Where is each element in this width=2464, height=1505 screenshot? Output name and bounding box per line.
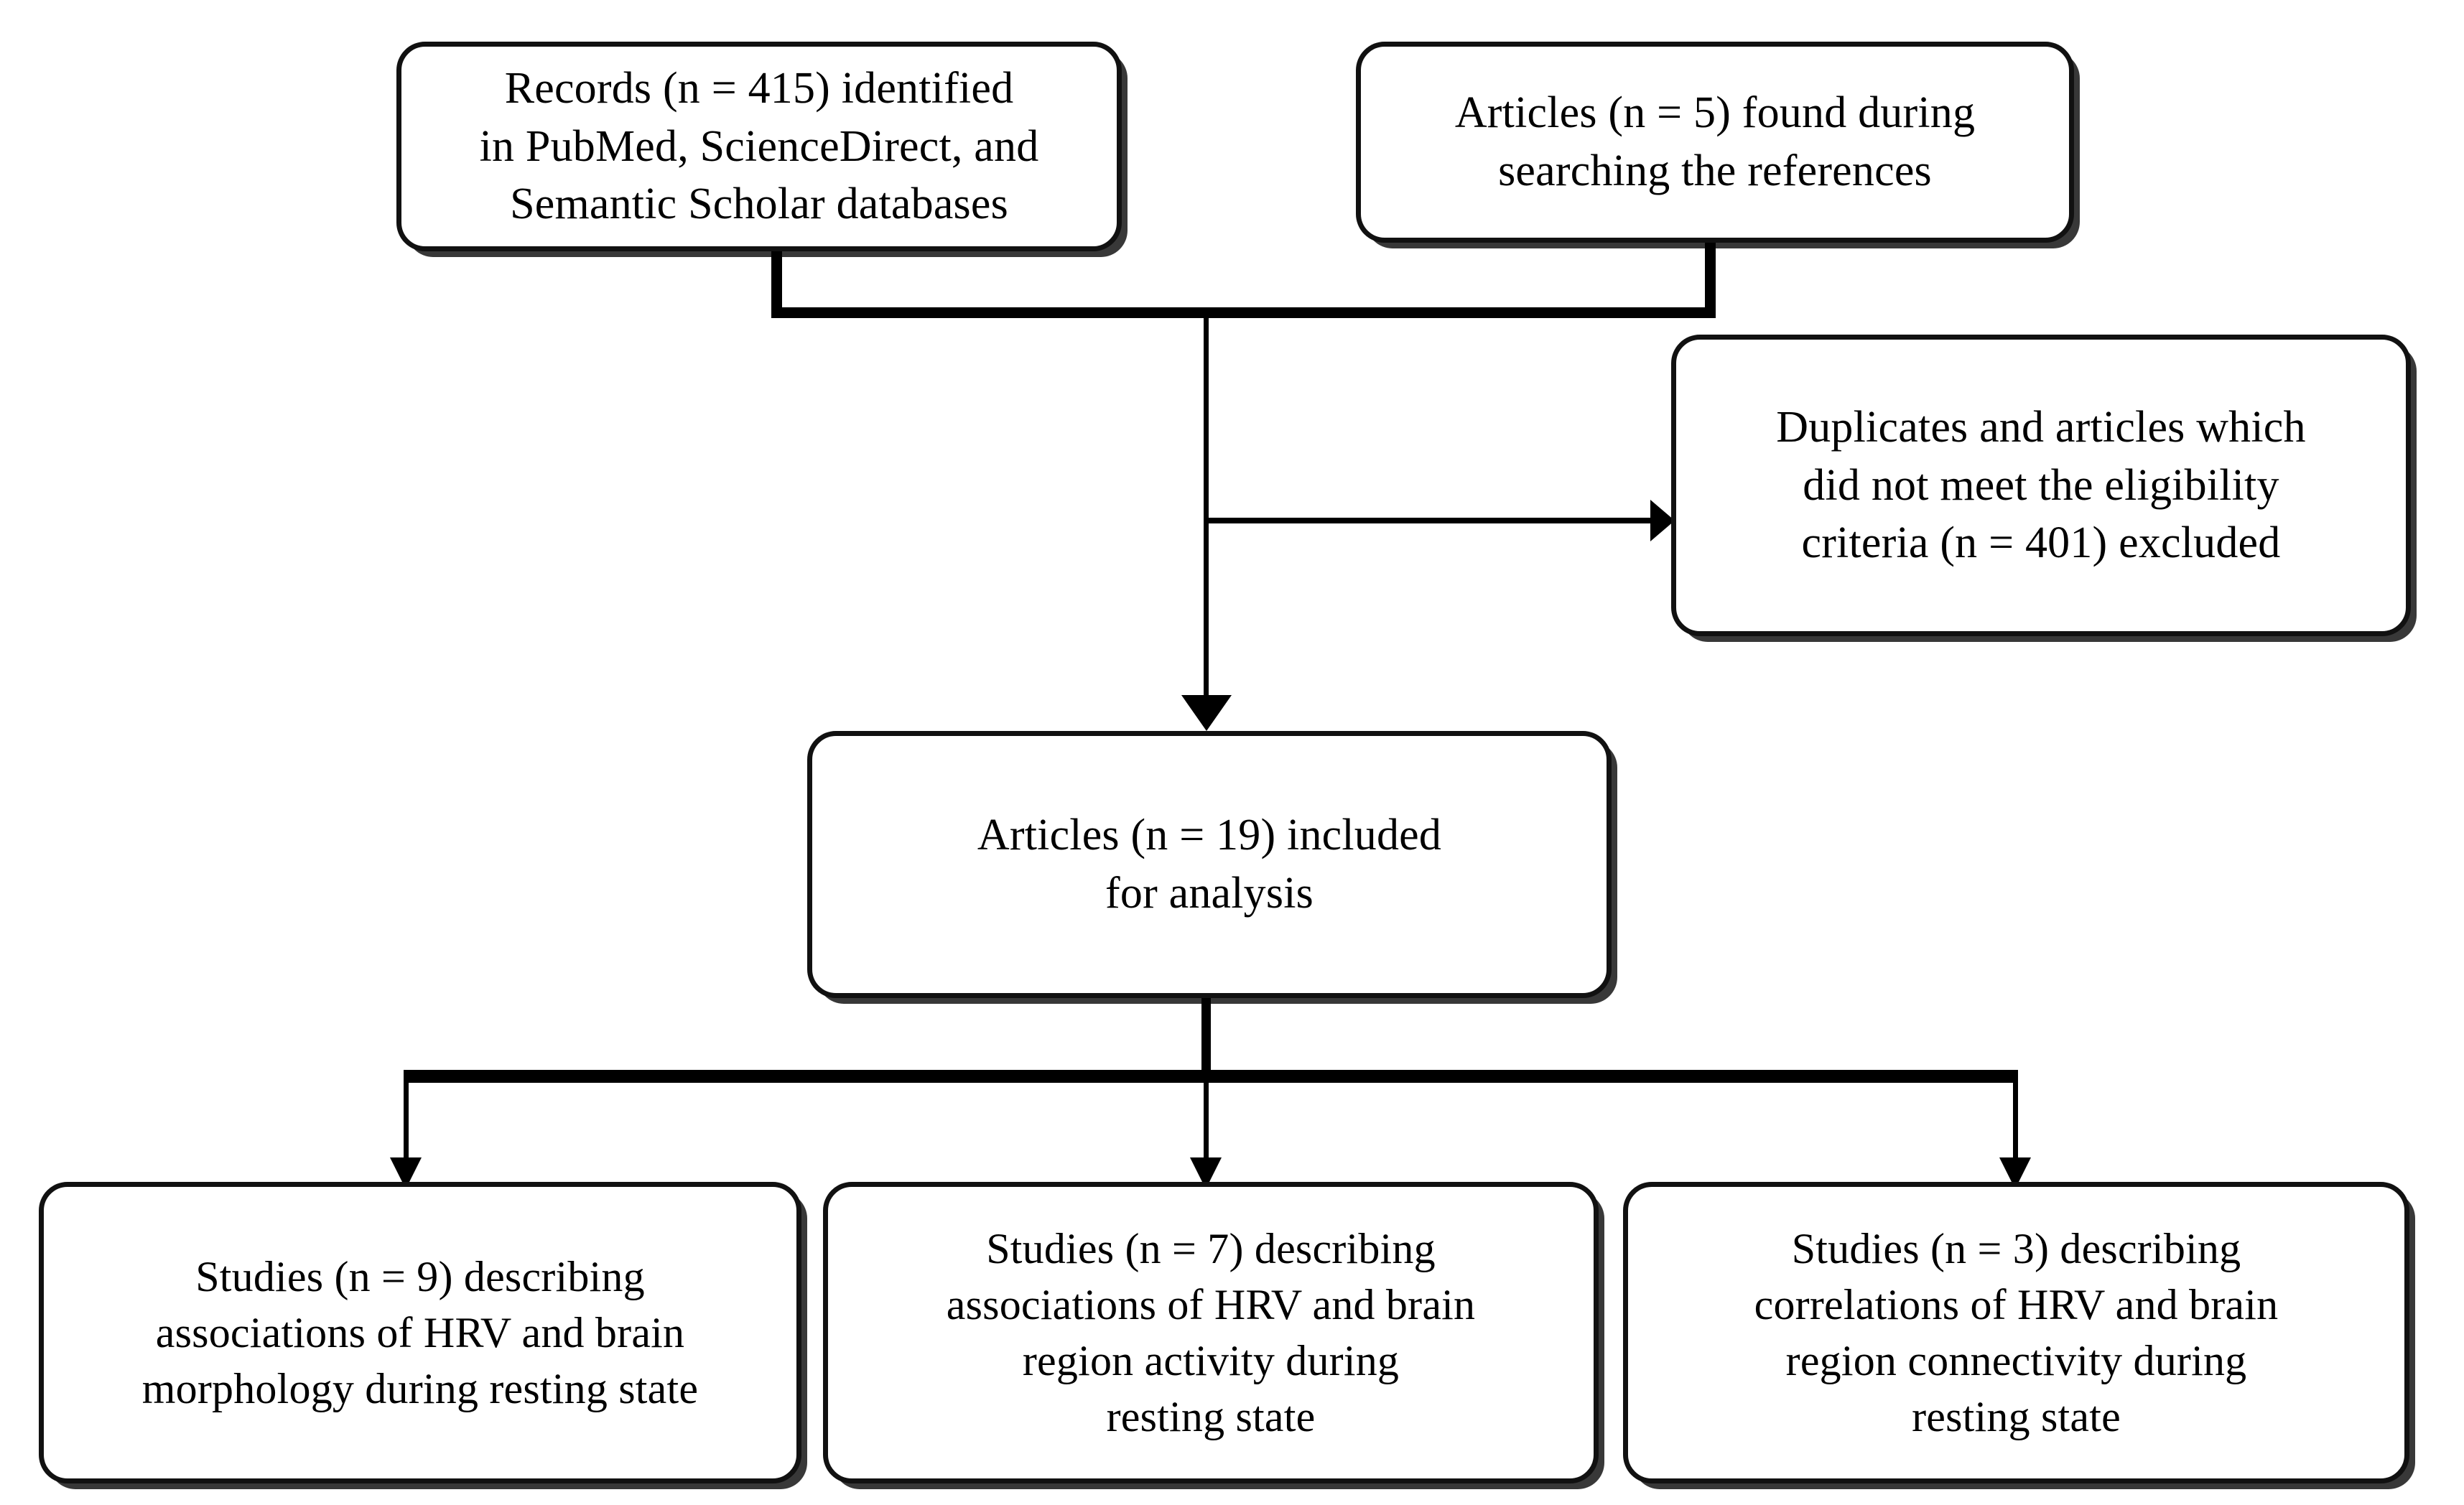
node-studies-brain-connectivity-label: Studies (n = 3) describing correlations … [1754, 1225, 2279, 1440]
connector-excluded-branch [1204, 518, 1662, 523]
connector-records-drop [771, 250, 782, 312]
node-articles-from-references: Articles (n = 5) found during searching … [1356, 42, 2074, 243]
node-studies-brain-connectivity: Studies (n = 3) describing correlations … [1623, 1182, 2409, 1483]
node-studies-brain-morphology-label: Studies (n = 9) describing associations … [141, 1253, 699, 1412]
node-records-identified-label: Records (n = 415) identified in PubMed, … [479, 64, 1039, 229]
connector-connectivity-drop [2013, 1083, 2018, 1170]
connector-bottom-fan-bar [404, 1070, 2018, 1083]
node-studies-brain-activity: Studies (n = 7) describing associations … [823, 1182, 1599, 1483]
connector-morphology-drop [404, 1083, 409, 1170]
connector-top-merge-bar [771, 307, 1716, 318]
node-duplicates-excluded-label: Duplicates and articles which did not me… [1776, 403, 2306, 568]
node-studies-brain-activity-label: Studies (n = 7) describing associations … [946, 1225, 1476, 1440]
connector-main-trunk [1204, 318, 1209, 714]
connector-activity-drop [1204, 1083, 1209, 1170]
node-articles-included: Articles (n = 19) included for analysis [807, 731, 1612, 998]
node-studies-brain-morphology: Studies (n = 9) describing associations … [39, 1182, 801, 1483]
arrow-down-icon [1181, 695, 1232, 731]
arrow-right-icon [1650, 500, 1675, 541]
node-records-identified: Records (n = 415) identified in PubMed, … [396, 42, 1122, 251]
node-articles-included-label: Articles (n = 19) included for analysis [977, 811, 1442, 918]
node-duplicates-excluded: Duplicates and articles which did not me… [1671, 335, 2411, 636]
node-articles-from-references-label: Articles (n = 5) found during searching … [1454, 88, 1976, 195]
connector-references-drop [1705, 243, 1716, 312]
connector-bottom-trunk [1201, 997, 1211, 1076]
